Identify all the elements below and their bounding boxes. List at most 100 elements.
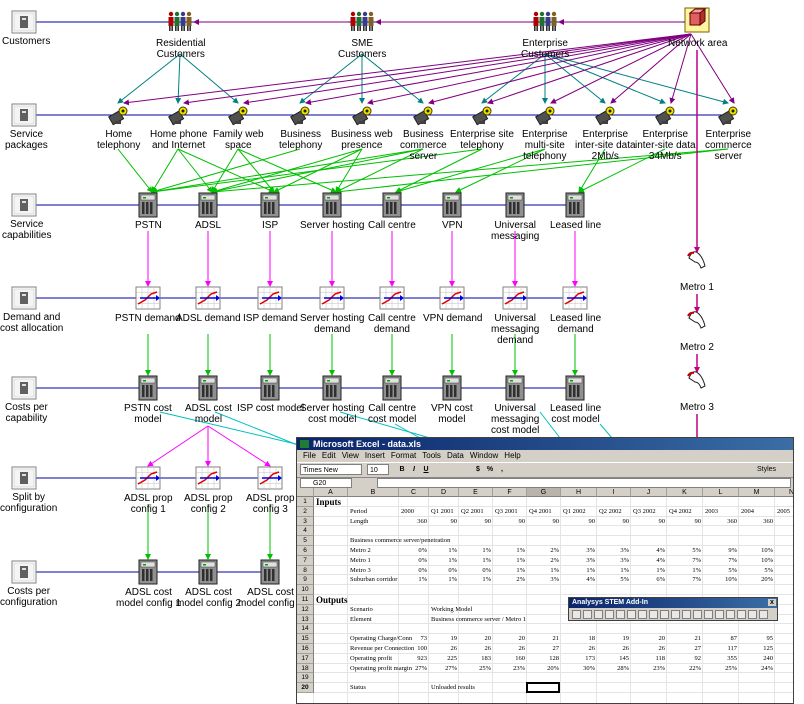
demand-icon-3[interactable] <box>319 286 345 310</box>
service_capabilities-row-icon[interactable] <box>11 193 37 217</box>
stem-tool-button[interactable] <box>748 610 757 619</box>
spreadsheet-cell[interactable]: Operating Charge/Conn <box>350 635 413 643</box>
spreadsheet-cell[interactable]: Q1 2002 <box>563 507 586 515</box>
spreadsheet-cell[interactable]: 0% <box>418 556 427 564</box>
spreadsheet-cell[interactable]: 92 <box>694 654 702 662</box>
spreadsheet-cell[interactable]: 160 <box>515 654 525 662</box>
service-package-icon-5[interactable] <box>413 106 433 126</box>
stem-tool-button[interactable] <box>583 610 592 619</box>
stem-addin-toolbar[interactable]: Analysys STEM Add-In x <box>568 597 778 621</box>
metro-icon-1[interactable] <box>687 311 706 329</box>
spreadsheet-cell[interactable]: 73 <box>420 635 428 643</box>
stem-tool-button[interactable] <box>572 610 581 619</box>
row-header[interactable]: 18 <box>297 663 314 674</box>
menu-edit[interactable]: Edit <box>321 451 336 460</box>
spreadsheet-cell[interactable]: 90 <box>518 517 526 525</box>
spreadsheet-cell[interactable]: Revenue per Connection <box>350 645 415 652</box>
menu-format[interactable]: Format <box>390 451 417 460</box>
spreadsheet-cell[interactable]: 23% <box>653 664 665 672</box>
capability-icon-4[interactable] <box>382 192 402 218</box>
spreadsheet-cell[interactable]: 5% <box>764 566 773 574</box>
spreadsheet-cell[interactable]: 240 <box>763 654 773 662</box>
row-header[interactable]: 11 <box>297 595 314 605</box>
service-package-icon-4[interactable] <box>352 106 372 126</box>
spreadsheet-cell[interactable]: 1% <box>620 566 629 574</box>
spreadsheet-cell[interactable]: 118 <box>655 654 665 662</box>
capability-icon-0[interactable] <box>138 192 158 218</box>
column-header[interactable]: B <box>348 488 399 497</box>
spreadsheet-cell[interactable]: Q4 2002 <box>669 507 692 515</box>
config-cost-icon-0[interactable] <box>138 559 158 585</box>
spreadsheet-cell[interactable]: 22% <box>689 664 701 672</box>
spreadsheet-cell[interactable]: Scenario <box>350 605 373 613</box>
spreadsheet-cell[interactable]: 10% <box>761 547 773 554</box>
font-select[interactable]: Times New Roman <box>300 464 362 485</box>
spreadsheet-cell[interactable]: 6% <box>656 576 665 584</box>
spreadsheet-cell[interactable]: 360 <box>727 517 737 525</box>
customers-row-icon[interactable] <box>11 10 37 34</box>
spreadsheet-cell[interactable]: 173 <box>585 654 595 662</box>
spreadsheet-cell[interactable]: 27 <box>552 645 560 652</box>
spreadsheet-cell[interactable]: 0% <box>418 566 427 574</box>
spreadsheet-cell[interactable]: 26 <box>622 645 630 652</box>
spreadsheet-cell[interactable]: 19 <box>622 635 630 643</box>
spreadsheet-cell[interactable]: Element <box>350 615 372 623</box>
spreadsheet-cell[interactable]: Metro 2 <box>350 547 371 554</box>
spreadsheet-cell[interactable]: 90 <box>588 517 596 525</box>
spreadsheet-cell[interactable]: Suburban corridor <box>350 576 398 584</box>
spreadsheet-cell[interactable]: 3% <box>620 556 629 564</box>
spreadsheet-cell[interactable]: 20% <box>761 576 773 584</box>
font-size-select[interactable]: 10 <box>367 464 389 475</box>
capability-icon-6[interactable] <box>505 192 525 218</box>
spreadsheet-cell[interactable]: 128 <box>549 654 559 662</box>
stem-tool-button[interactable] <box>737 610 746 619</box>
spreadsheet-cell[interactable]: 23% <box>513 664 525 672</box>
spreadsheet-cell[interactable]: Metro 3 <box>350 566 371 574</box>
spreadsheet-cell[interactable]: 5% <box>620 576 629 584</box>
spreadsheet-cell[interactable]: 2% <box>516 576 525 584</box>
spreadsheet-cell[interactable]: 1% <box>482 576 491 584</box>
demand-icon-5[interactable] <box>439 286 465 310</box>
spreadsheet-cell[interactable]: 1% <box>448 576 457 584</box>
capability-icon-1[interactable] <box>198 192 218 218</box>
spreadsheet-cell[interactable]: Q3 2001 <box>495 507 518 515</box>
spreadsheet-cell[interactable]: 117 <box>727 645 737 652</box>
bold-button[interactable]: B <box>399 466 405 473</box>
column-header[interactable]: H <box>561 488 597 497</box>
spreadsheet-cell[interactable]: 24% <box>761 664 773 672</box>
config-icon-1[interactable] <box>195 466 221 490</box>
row-header[interactable]: 5 <box>297 536 314 546</box>
italic-button[interactable]: I <box>413 466 415 473</box>
service-package-icon-2[interactable] <box>228 106 248 126</box>
menu-tools[interactable]: Tools <box>422 451 441 460</box>
spreadsheet-cell[interactable]: Q2 2001 <box>461 507 484 515</box>
service-package-icon-3[interactable] <box>290 106 310 126</box>
stem-close-button[interactable]: x <box>768 599 776 606</box>
spreadsheet-cell[interactable]: 1% <box>550 566 559 574</box>
service-package-icon-0[interactable] <box>108 106 128 126</box>
stem-tool-button[interactable] <box>649 610 658 619</box>
spreadsheet-cell[interactable]: 355 <box>727 654 737 662</box>
spreadsheet-cell[interactable]: 4% <box>656 547 665 554</box>
spreadsheet-cell[interactable]: 27% <box>445 664 457 672</box>
name-box[interactable]: G20 <box>300 478 352 488</box>
spreadsheet-cell[interactable]: 5% <box>692 547 701 554</box>
stem-titlebar[interactable]: Analysys STEM Add-In x <box>569 598 777 608</box>
spreadsheet-cell[interactable]: 19 <box>450 635 458 643</box>
stem-tool-button[interactable] <box>671 610 680 619</box>
spreadsheet-cell[interactable]: Status <box>350 684 366 692</box>
spreadsheet-cell[interactable]: 0% <box>482 566 491 574</box>
capability-icon-2[interactable] <box>260 192 280 218</box>
spreadsheet-cell[interactable]: 9% <box>728 547 737 554</box>
spreadsheet-cell[interactable]: 27% <box>415 664 427 672</box>
spreadsheet-cell[interactable]: Business commerce server / Metro 1 <box>431 615 527 623</box>
row-header[interactable]: 2 <box>297 506 314 517</box>
demand-icon-0[interactable] <box>135 286 161 310</box>
spreadsheet-cell[interactable]: 28% <box>617 664 629 672</box>
service_packages-row-icon[interactable] <box>11 103 37 127</box>
customer-icon-2[interactable] <box>533 11 557 31</box>
column-header[interactable]: E <box>459 488 493 497</box>
spreadsheet-cell[interactable]: 145 <box>619 654 629 662</box>
spreadsheet-cell[interactable]: 21 <box>694 635 702 643</box>
demand-row-icon[interactable] <box>11 286 37 310</box>
